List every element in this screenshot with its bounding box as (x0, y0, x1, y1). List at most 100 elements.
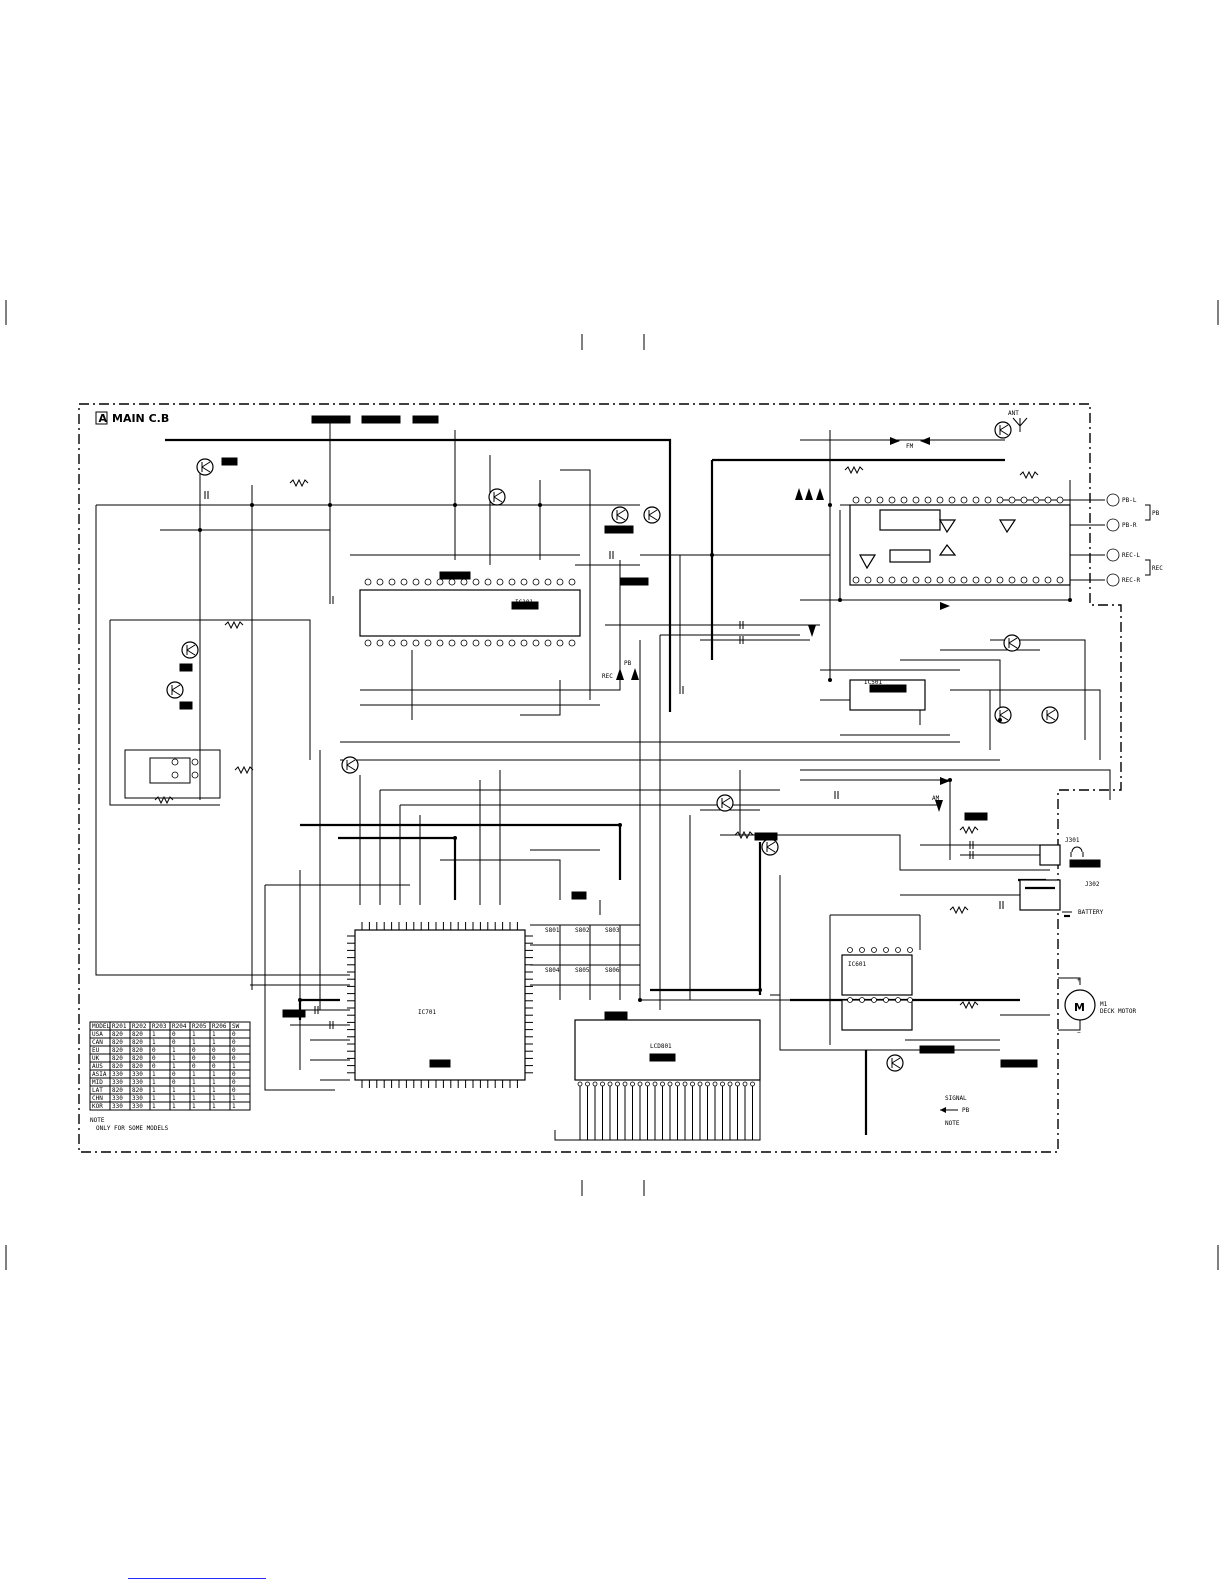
ic501-label: IC501 (864, 679, 882, 686)
ic101: IC101 (359, 578, 581, 647)
table-cell: 820 (132, 1031, 143, 1038)
table-cell: 0 (172, 1071, 176, 1078)
ic301: IC301 (849, 496, 1071, 586)
table-cell: 0 (152, 1063, 156, 1070)
table-cell: 1 (192, 1031, 196, 1038)
table-cell: 1 (152, 1071, 156, 1078)
table-cell: 1 (172, 1047, 176, 1054)
table-cell: 820 (112, 1055, 123, 1062)
table-cell: 1 (212, 1031, 216, 1038)
head-pb-r-label: PB-R (1122, 522, 1137, 529)
tag-am: AM (932, 795, 940, 802)
table-cell: 1 (172, 1055, 176, 1062)
table-cell: 820 (112, 1087, 123, 1094)
table-cell: 1 (192, 1039, 196, 1046)
table-cell: 330 (112, 1079, 123, 1086)
table-cell: 820 (132, 1063, 143, 1070)
table-cell: 330 (132, 1103, 143, 1110)
transistors (166, 421, 1059, 1072)
crop-marks (5, 300, 1219, 1270)
table-cell: 0 (212, 1047, 216, 1054)
table-cell: LAT (92, 1087, 103, 1094)
antenna: ANT (1008, 410, 1028, 432)
table-cell: R201 (112, 1023, 127, 1030)
table-cell: 0 (152, 1055, 156, 1062)
table-cell: 0 (192, 1047, 196, 1054)
table-cell: 0 (212, 1055, 216, 1062)
table-cell: 1 (212, 1103, 216, 1110)
headphone-icon (1070, 846, 1084, 857)
board-outline (78, 403, 1122, 1153)
table-cell: 820 (132, 1087, 143, 1094)
head-pb-r (1106, 518, 1120, 532)
head-group-pb: PB (1152, 510, 1160, 517)
ic601-label: IC601 (848, 961, 866, 968)
table-cell: 0 (232, 1047, 236, 1054)
board-letter: A (99, 412, 108, 425)
table-cell: 1 (232, 1063, 236, 1070)
table-cell: SW (232, 1023, 240, 1030)
table-cell: 1 (232, 1095, 236, 1102)
signal-legend: SIGNAL PB NOTE (940, 1095, 970, 1127)
table-cell: 1 (192, 1071, 196, 1078)
table-cell: 0 (212, 1063, 216, 1070)
motor-symbol: M (1074, 1001, 1085, 1014)
tag-rec: REC (602, 673, 613, 680)
switch-tags: S801 S802 S803 S804 S805 S806 (545, 927, 620, 974)
table-cell: 0 (172, 1039, 176, 1046)
head-pb-l-label: PB-L (1122, 497, 1137, 504)
ic701: IC701 (347, 922, 533, 1088)
table-cell: R205 (192, 1023, 207, 1030)
table-cell: 1 (172, 1063, 176, 1070)
table-cell: 1 (152, 1095, 156, 1102)
table-cell: 1 (192, 1095, 196, 1102)
table-cell: 1 (212, 1095, 216, 1102)
table-cell: ASIA (92, 1071, 107, 1078)
head-rec-l-label: REC-L (1122, 552, 1140, 559)
table-cell: 0 (172, 1079, 176, 1086)
board-name: MAIN C.B (112, 412, 169, 425)
head-rec-r (1106, 573, 1120, 587)
tag-boxes (179, 415, 1101, 1068)
motor-plus: + (1077, 977, 1081, 984)
wiring (95, 420, 1111, 1141)
phones-jack-ref: J301 (1065, 837, 1080, 844)
table-cell: 820 (132, 1047, 143, 1054)
table-cell: 0 (232, 1031, 236, 1038)
motor-ref: M1 (1100, 1001, 1108, 1008)
oscillator-block (124, 749, 221, 799)
battery-jack: J302 BATTERY (1019, 879, 1104, 918)
head-rec-l (1106, 548, 1120, 562)
table-cell: R206 (212, 1023, 227, 1030)
table-cell: 1 (172, 1095, 176, 1102)
table-cell: USA (92, 1031, 103, 1038)
table-cell: 0 (232, 1039, 236, 1046)
table-cell: 820 (132, 1039, 143, 1046)
table-cell: R202 (132, 1023, 147, 1030)
table-cell: 1 (152, 1087, 156, 1094)
legend-pb: PB (962, 1107, 970, 1114)
table-cell: 1 (192, 1087, 196, 1094)
sw-tag-5: S805 (575, 967, 590, 974)
table-cell: AUS (92, 1063, 103, 1070)
table-cell: 1 (152, 1103, 156, 1110)
table-cell: 820 (112, 1039, 123, 1046)
table-cell: 1 (192, 1103, 196, 1110)
table-cell: 1 (192, 1079, 196, 1086)
lcd801: IC101 LCD801 (574, 1019, 761, 1140)
table-note: NOTE (90, 1117, 105, 1124)
table-cell: 1 (232, 1103, 236, 1110)
table-cell: 0 (192, 1055, 196, 1062)
footer-link-underline[interactable] (128, 1578, 266, 1579)
table-cell: KOR (92, 1103, 103, 1110)
battery-label: BATTERY (1078, 909, 1104, 916)
table-cell: 0 (152, 1047, 156, 1054)
table-cell: 330 (132, 1079, 143, 1086)
legend-signal: SIGNAL (945, 1095, 967, 1102)
board-title: A MAIN C.B (95, 411, 169, 425)
sw-tag-4: S804 (545, 967, 560, 974)
table-cell: CHN (92, 1095, 103, 1102)
ic701-label: IC701 (418, 1009, 436, 1016)
table-cell: R203 (152, 1023, 167, 1030)
